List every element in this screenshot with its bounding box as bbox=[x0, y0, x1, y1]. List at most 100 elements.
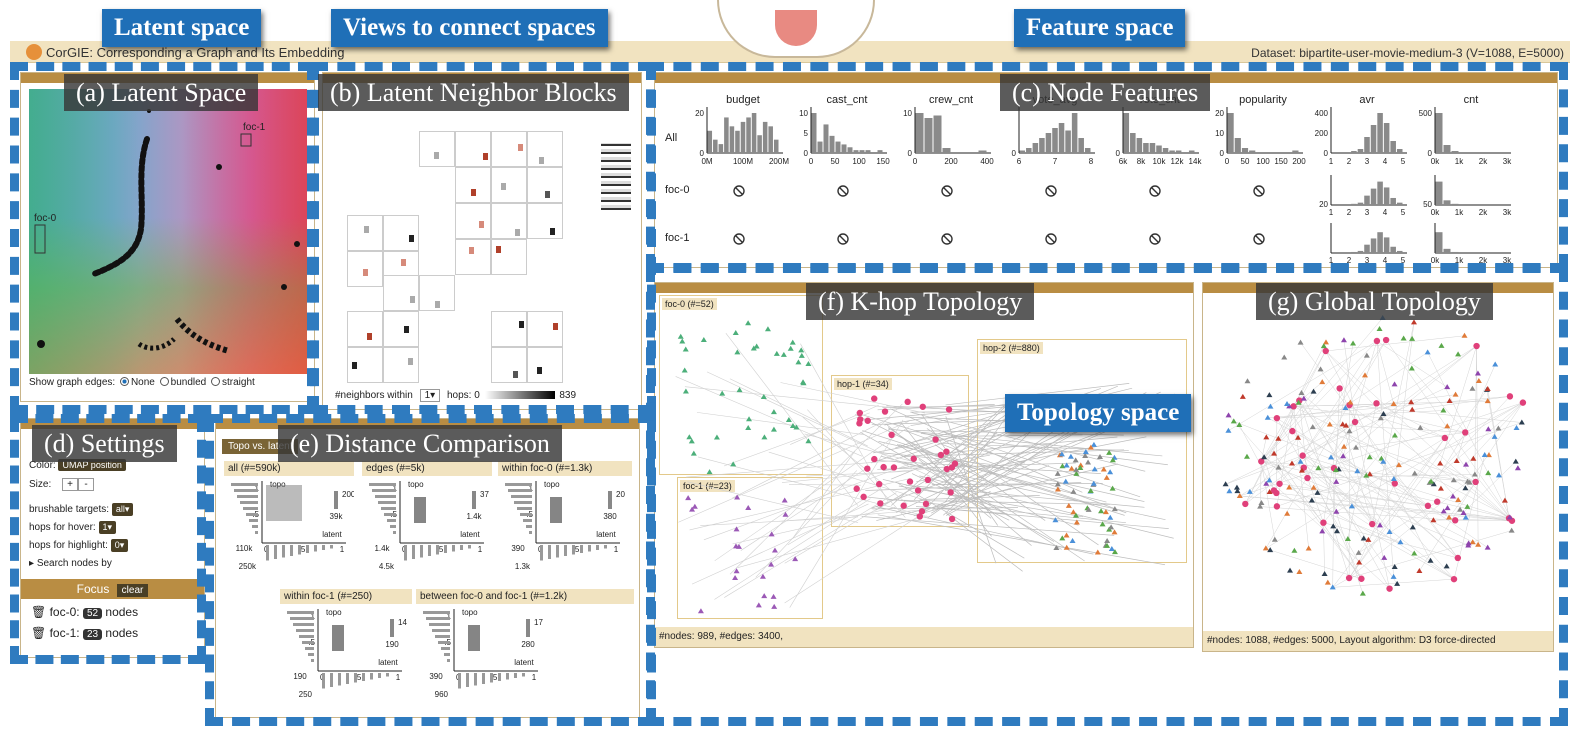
feature-ytick: 0 bbox=[1012, 149, 1017, 158]
latent-frame bbox=[10, 62, 316, 414]
block-cell bbox=[347, 215, 383, 251]
foc0-node bbox=[713, 434, 720, 440]
global-node bbox=[1317, 366, 1324, 372]
khop-edge bbox=[789, 419, 904, 608]
global-node bbox=[1501, 497, 1508, 503]
distance-count: 250k bbox=[239, 562, 257, 571]
global-edge bbox=[1354, 421, 1390, 589]
khop-edge bbox=[940, 443, 1129, 451]
global-node bbox=[1352, 444, 1359, 450]
hop2-node bbox=[1054, 470, 1061, 476]
distance-heatmap bbox=[266, 485, 302, 521]
hops-select[interactable]: 1▾ bbox=[419, 389, 441, 402]
no-data-slash bbox=[943, 187, 951, 195]
global-node bbox=[1455, 351, 1462, 357]
distance-colorbar bbox=[526, 619, 530, 637]
distance-ylabel: topo bbox=[270, 480, 286, 489]
feature-bar bbox=[841, 144, 847, 153]
size-decrease-button[interactable]: - bbox=[78, 478, 95, 491]
global-node bbox=[1296, 569, 1303, 575]
global-node bbox=[1446, 514, 1453, 520]
feature-bar bbox=[1052, 128, 1058, 153]
global-node bbox=[1484, 386, 1491, 392]
global-node bbox=[1409, 335, 1416, 341]
global-node bbox=[1329, 584, 1336, 590]
size-increase-button[interactable]: + bbox=[62, 478, 79, 491]
distance-colorbar bbox=[472, 491, 476, 509]
foc0-node bbox=[789, 422, 796, 428]
distance-tick: 1 bbox=[532, 673, 537, 682]
feature-bar bbox=[768, 126, 773, 153]
hop1-node bbox=[877, 500, 884, 507]
hop2-node bbox=[1100, 466, 1107, 472]
global-edge bbox=[1433, 432, 1466, 485]
radio-bundled[interactable] bbox=[159, 377, 169, 386]
distance-ylabel: topo bbox=[544, 480, 560, 489]
global-edge bbox=[1245, 345, 1325, 505]
no-data-icon bbox=[733, 185, 745, 197]
distance-count: 110k bbox=[236, 544, 254, 553]
distance-side-bar bbox=[237, 495, 258, 498]
feature-bar bbox=[1390, 197, 1396, 205]
khop-graph[interactable] bbox=[655, 293, 1195, 633]
global-node bbox=[1333, 508, 1340, 514]
tag-topology-space: Topology space bbox=[1005, 394, 1192, 432]
hop1-node bbox=[943, 465, 951, 473]
distance-side-bar bbox=[429, 623, 450, 626]
global-edge bbox=[1228, 340, 1378, 431]
hop2-node bbox=[1102, 509, 1109, 515]
global-edge bbox=[1329, 424, 1466, 433]
distance-cmax: 20 bbox=[616, 490, 625, 499]
radio-straight[interactable] bbox=[211, 377, 221, 386]
latent-scatter[interactable]: foc-1 foc-0 bbox=[29, 89, 307, 374]
global-node bbox=[1409, 524, 1416, 530]
global-edge bbox=[1299, 400, 1390, 533]
global-graph[interactable] bbox=[1203, 295, 1555, 625]
feature-bar bbox=[1443, 248, 1451, 253]
distance-plot-title: within foc-1 (#=250) bbox=[280, 589, 412, 604]
global-node bbox=[1390, 573, 1397, 579]
feature-tick: 0 bbox=[809, 157, 814, 166]
global-node bbox=[1333, 478, 1340, 484]
hop1-node bbox=[951, 460, 959, 467]
distance-side-bar bbox=[435, 635, 450, 638]
brushable-select[interactable]: all▾ bbox=[111, 503, 134, 516]
global-node bbox=[1257, 503, 1264, 509]
distance-bottom-bar bbox=[506, 673, 509, 680]
search-row[interactable]: ▸ Search nodes by bbox=[29, 558, 112, 569]
focus-item-1[interactable]: 🗑 foc-1: 23 nodes bbox=[31, 626, 139, 640]
global-node bbox=[1409, 406, 1416, 412]
foc0-node bbox=[734, 349, 741, 355]
feature-tick: 100 bbox=[852, 157, 866, 166]
global-focus-node bbox=[1424, 502, 1432, 510]
global-edge bbox=[1261, 317, 1383, 462]
global-focus-node bbox=[1322, 347, 1329, 355]
distance-cmax: 37 bbox=[480, 490, 489, 499]
focus-item-0[interactable]: 🗑 foc-0: 52 nodes bbox=[31, 605, 139, 619]
distance-bottom-bar bbox=[540, 545, 543, 561]
highlight-select[interactable]: 0▾ bbox=[110, 539, 129, 552]
distance-heatmap bbox=[414, 497, 426, 523]
distance-bottom-bar bbox=[420, 545, 423, 558]
distance-plot-title: all (#=590k) bbox=[224, 461, 354, 476]
clear-focus-button[interactable]: clear bbox=[116, 584, 149, 597]
distance-bottom-bar bbox=[330, 673, 333, 687]
distance-bottom-bar bbox=[564, 545, 567, 556]
feature-col-label: crew_cnt bbox=[929, 94, 973, 106]
block-cell bbox=[455, 167, 491, 203]
block-cell bbox=[383, 347, 419, 383]
blocks-grid[interactable] bbox=[333, 131, 633, 401]
distance-bottom-bar bbox=[468, 545, 471, 549]
feature-bar bbox=[762, 121, 768, 153]
feature-bar bbox=[823, 124, 829, 153]
hover-select[interactable]: 1▾ bbox=[98, 521, 117, 534]
block-cell bbox=[527, 347, 563, 383]
hop2-node bbox=[1103, 474, 1110, 480]
radio-none[interactable] bbox=[119, 377, 129, 386]
